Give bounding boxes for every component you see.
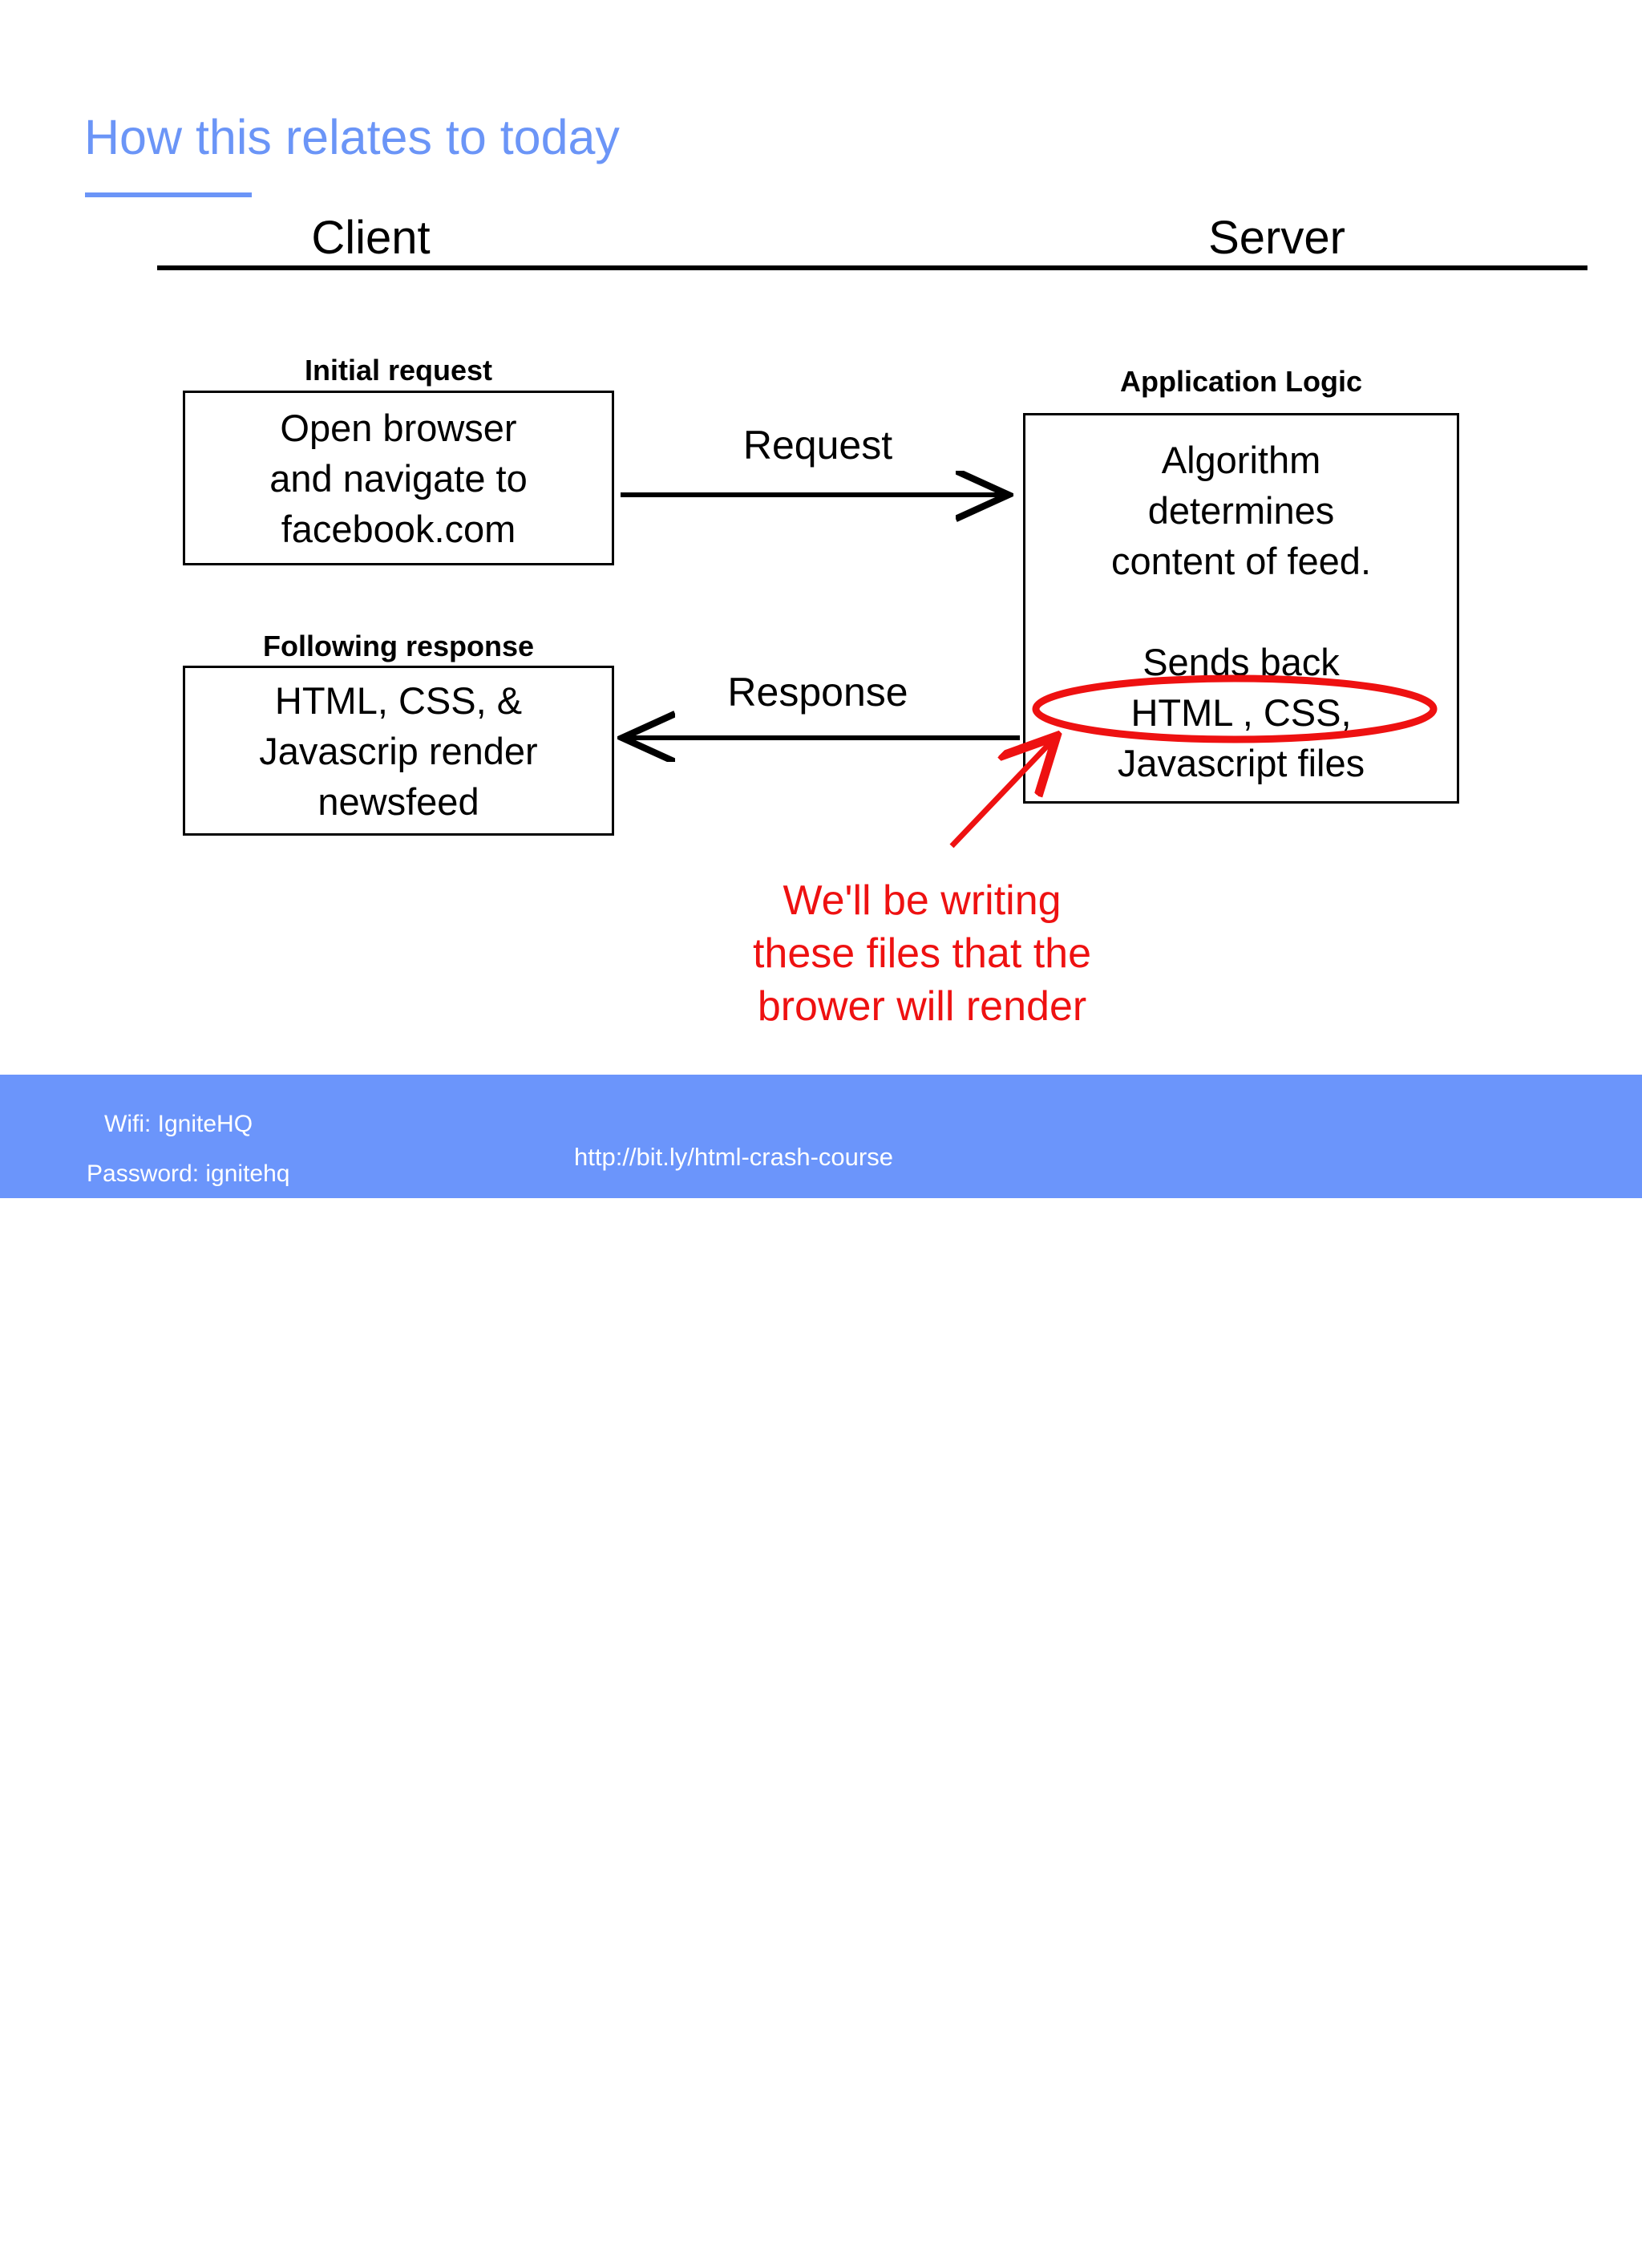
arrow-label-request: Request	[742, 423, 893, 468]
label-following-response: Following response	[262, 630, 535, 662]
label-initial-request: Initial request	[304, 354, 493, 387]
box-application-logic-text: Algorithm determines content of feed. Se…	[1110, 439, 1372, 784]
footer-url-link[interactable]: http://bit.ly/html-crash-course	[574, 1143, 893, 1171]
column-header-server: Server	[1208, 212, 1345, 264]
label-application-logic: Application Logic	[1120, 365, 1362, 398]
footer-wifi-text: Wifi: IgniteHQ	[104, 1111, 253, 1137]
header-divider-rule	[157, 265, 1587, 270]
title-underline	[85, 192, 252, 197]
box-initial-request: Open browser and navigate to facebook.co…	[183, 391, 614, 565]
footer-divider	[438, 2189, 442, 2268]
footer-password-text: Password: ignitehq	[87, 1160, 290, 1187]
column-header-client: Client	[311, 212, 431, 264]
annotation-text: We'll be writing these files that the br…	[752, 877, 1092, 1030]
box-initial-request-text: Open browser and navigate to facebook.co…	[269, 406, 528, 550]
box-application-logic: Algorithm determines content of feed. Se…	[1023, 413, 1459, 804]
box-following-response-text: HTML, CSS, & Javascrip render newsfeed	[259, 678, 538, 823]
arrow-label-response: Response	[727, 670, 908, 715]
slide-canvas: How this relates to today Client Server …	[0, 110, 1642, 2268]
box-following-response: HTML, CSS, & Javascrip render newsfeed	[183, 666, 614, 836]
page-title: How this relates to today	[84, 110, 620, 164]
footer-bar	[0, 1075, 1642, 2268]
